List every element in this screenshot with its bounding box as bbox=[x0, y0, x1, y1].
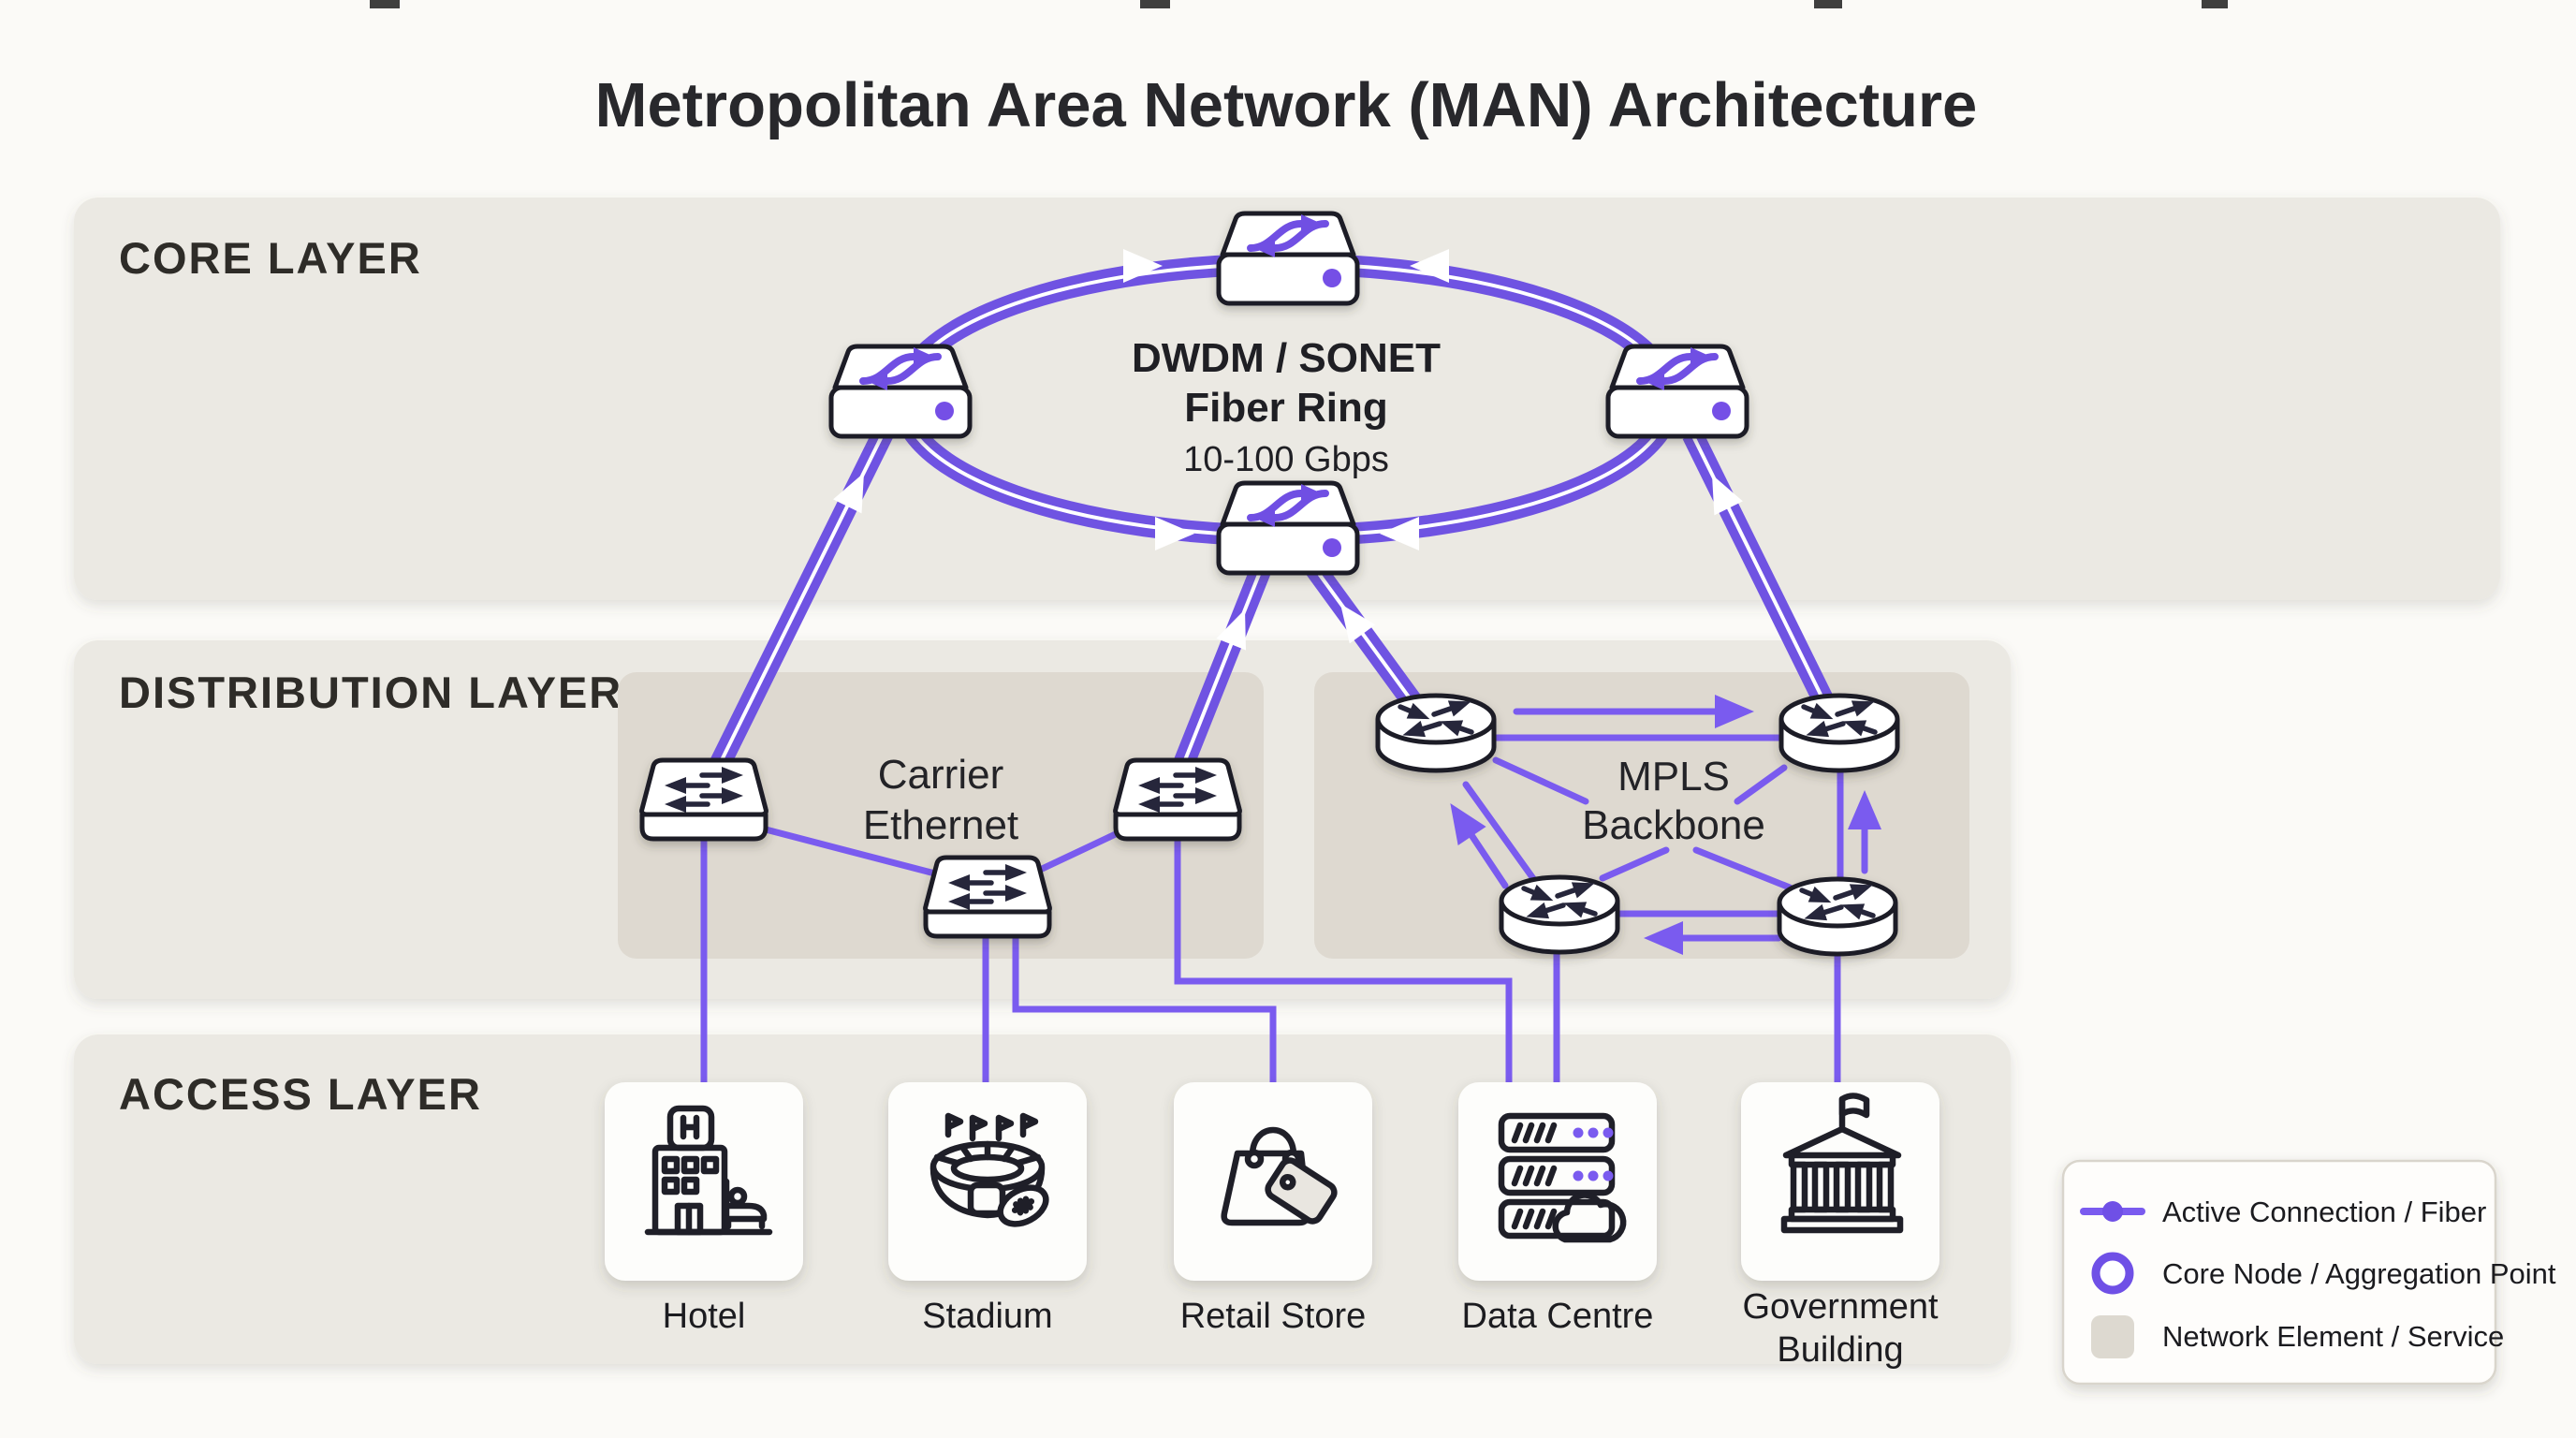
core-optical-switch-left bbox=[831, 346, 970, 436]
distribution-layer-label: DISTRIBUTION LAYER bbox=[119, 668, 622, 717]
core-layer-label: CORE LAYER bbox=[119, 233, 422, 283]
access-node-data-centre: Data Centre bbox=[1458, 1082, 1657, 1336]
access-node-stadium: Stadium bbox=[888, 1082, 1087, 1336]
svg-text:Active Connection / Fiber: Active Connection / Fiber bbox=[2162, 1196, 2486, 1228]
core-optical-switch-bottom bbox=[1219, 483, 1357, 573]
core-uplinks bbox=[707, 427, 1836, 775]
access-node-retail-store: Retail Store bbox=[1174, 1082, 1372, 1336]
core-optical-switch-top bbox=[1219, 213, 1357, 303]
ring-label-line1: DWDM / SONET bbox=[1132, 335, 1441, 381]
ring-label-line3: 10-100 Gbps bbox=[1183, 440, 1389, 479]
svg-text:Carrier: Carrier bbox=[878, 752, 1003, 798]
svg-text:Core Node / Aggregation Point: Core Node / Aggregation Point bbox=[2162, 1257, 2556, 1290]
data-centre-label: Data Centre bbox=[1462, 1297, 1654, 1336]
mpls-backbone-label: MPLS Backbone bbox=[1582, 754, 1765, 848]
legend-item-fiber: Active Connection / Fiber bbox=[2080, 1196, 2486, 1228]
core-node-icon bbox=[2091, 1252, 2134, 1295]
carrier-ethernet-box bbox=[618, 672, 1264, 959]
top-edge-artifact bbox=[370, 0, 2228, 8]
mpls-router-top-right bbox=[1781, 696, 1897, 770]
access-node-hotel: Hotel bbox=[605, 1082, 803, 1336]
ring-direction-arrows bbox=[1123, 249, 1449, 550]
mpls-router-top-left bbox=[1378, 696, 1494, 770]
svg-text:Ethernet: Ethernet bbox=[863, 802, 1018, 848]
svg-text:Backbone: Backbone bbox=[1582, 802, 1765, 848]
legend-item-core-node: Core Node / Aggregation Point bbox=[2091, 1252, 2556, 1295]
ethernet-switch-left bbox=[642, 760, 767, 839]
network-element-icon bbox=[2091, 1315, 2134, 1358]
ring-label-line2: Fiber Ring bbox=[1184, 385, 1388, 431]
svg-text:Network Element / Service: Network Element / Service bbox=[2162, 1320, 2504, 1353]
mpls-links bbox=[1450, 695, 1881, 1087]
mpls-router-bottom-right bbox=[1779, 879, 1895, 954]
legend: Active Connection / Fiber Core Node / Ag… bbox=[2061, 1159, 2556, 1386]
access-node-government-building: Government Building bbox=[1741, 1082, 1939, 1370]
ethernet-switch-right bbox=[1116, 760, 1240, 839]
hotel-label: Hotel bbox=[663, 1297, 746, 1336]
ring-label: DWDM / SONET Fiber Ring 10-100 Gbps bbox=[1132, 335, 1441, 479]
core-layer-band bbox=[74, 198, 2500, 600]
page-title: Metropolitan Area Network (MAN) Architec… bbox=[595, 70, 1978, 140]
stadium-label: Stadium bbox=[922, 1297, 1052, 1336]
ethernet-switch-bottom bbox=[926, 858, 1050, 936]
access-layer-label: ACCESS LAYER bbox=[119, 1069, 482, 1119]
svg-text:MPLS: MPLS bbox=[1617, 754, 1730, 800]
core-optical-switch-right bbox=[1608, 346, 1747, 436]
legend-item-network-element: Network Element / Service bbox=[2091, 1315, 2504, 1358]
retail-store-label: Retail Store bbox=[1180, 1297, 1367, 1336]
government-building-label-line1: Government bbox=[1742, 1287, 1939, 1327]
mpls-router-bottom-left bbox=[1501, 877, 1617, 952]
carrier-ethernet-label: Carrier Ethernet bbox=[863, 752, 1018, 848]
government-building-label-line2: Building bbox=[1777, 1330, 1903, 1370]
